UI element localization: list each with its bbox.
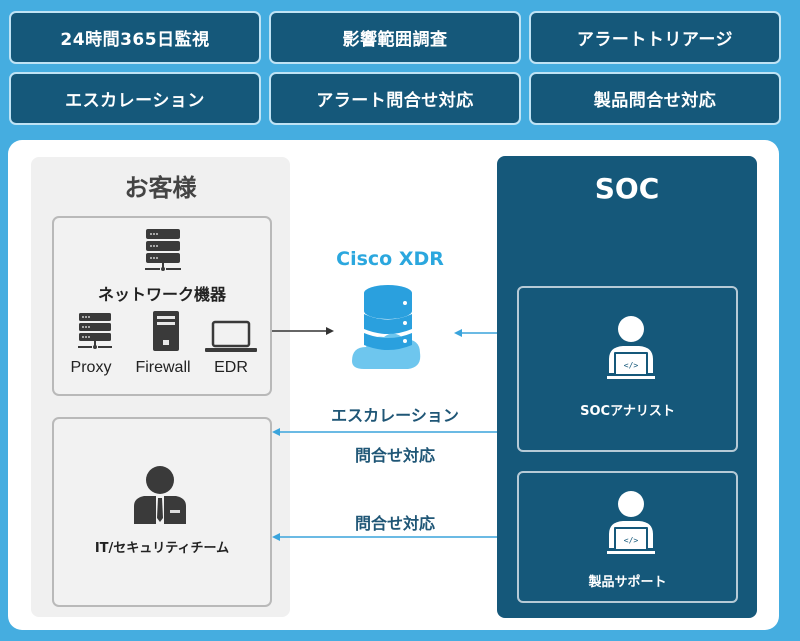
customer-title: お客様 <box>124 174 197 202</box>
it-security-team-label: IT/セキュリティチーム <box>94 541 230 556</box>
service-escalation: エスカレーション <box>9 72 261 125</box>
product-support-label: 製品サポート <box>588 575 667 590</box>
escalation-label: エスカレーション <box>331 406 459 425</box>
support-laptop-icon: </> <box>607 491 655 554</box>
laptop-icon <box>205 320 257 352</box>
soc-analyst-label: SOCアナリスト <box>580 404 675 419</box>
svg-text:</>: </> <box>624 361 639 370</box>
analyst-laptop-icon: </> <box>607 316 655 379</box>
svg-text:</>: </> <box>624 536 639 545</box>
soc-title: SOC <box>594 172 660 205</box>
proxy-server-icon <box>78 313 112 349</box>
arrow-network-to-xdr <box>272 327 334 335</box>
edr-label: EDR <box>214 359 248 376</box>
inquiry-label-2: 問合せ対応 <box>354 514 435 533</box>
business-person-icon <box>134 466 186 524</box>
firewall-icon <box>153 311 179 351</box>
service-alert-inquiry: アラート問合せ対応 <box>269 72 521 125</box>
service-product-inquiry: 製品問合せ対応 <box>529 72 781 125</box>
service-impact-investigation: 影響範囲調査 <box>269 11 521 64</box>
network-device-label: ネットワーク機器 <box>97 285 226 304</box>
proxy-label: Proxy <box>70 359 112 376</box>
cloud-database-icon <box>352 285 421 369</box>
arrow-escalation-bidirectional <box>272 428 518 436</box>
service-monitoring: 24時間365日監視 <box>9 11 261 64</box>
server-icon <box>145 229 181 271</box>
arrow-product-inquiry-bidirectional <box>272 533 518 541</box>
xdr-title: Cisco XDR <box>336 248 444 270</box>
inquiry-label-1: 問合せ対応 <box>354 446 435 465</box>
firewall-label: Firewall <box>135 359 191 376</box>
service-alert-triage: アラートトリアージ <box>529 11 781 64</box>
